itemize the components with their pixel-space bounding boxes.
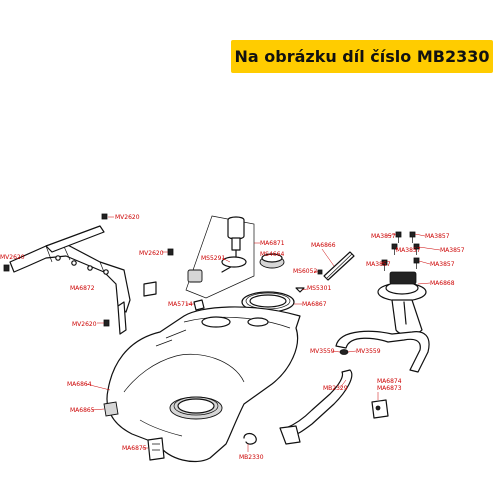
label-ms5291: MS5291 (201, 255, 225, 262)
label-ma3857-1: MA3857 (371, 233, 396, 240)
bracket-ma6875 (147, 437, 165, 461)
label-ma3857-5: MA3857 (366, 261, 391, 268)
clip-ma5714 (193, 299, 205, 311)
part-number-banner: Na obrázku díl číslo MB2330 (231, 40, 493, 73)
screws-ma3857 (381, 231, 420, 271)
label-ms5301: MS5301 (307, 285, 331, 292)
label-ma6864: MA6864 (67, 381, 92, 388)
label-ma6868: MA6868 (430, 280, 455, 287)
label-ma5714: MA5714 (168, 301, 193, 308)
label-ma3857-3: MA3857 (396, 247, 421, 254)
label-ma3857-2: MA3857 (425, 233, 450, 240)
clamp-mb2330 (243, 432, 257, 445)
strap-bracket (143, 281, 157, 297)
banner-text: Na obrázku díl číslo MB2330 (234, 47, 490, 66)
fuel-tank-body (106, 306, 301, 463)
label-mv3559-left: MV3559 (310, 348, 335, 355)
label-ma3857-4: MA3857 (440, 247, 465, 254)
label-mb2329: MB2329 (323, 385, 348, 392)
label-mv2620-top: MV2620 (115, 214, 140, 221)
clip-ms6052 (317, 269, 323, 275)
cap-ms4664 (259, 253, 285, 269)
fuel-hose-mv3559 (335, 330, 430, 373)
label-ms6052: MS6052 (293, 268, 317, 275)
leader-lines (85, 233, 441, 452)
bolt-mv2620-left (3, 264, 10, 272)
label-ms4664: MS4664 (260, 251, 284, 258)
filler-hose-mb2329 (279, 369, 353, 445)
bolt-mv2620-mid (162, 248, 174, 256)
label-ma3857-6: MA3857 (430, 261, 455, 268)
part-labels: MV2620 MV2620 MA6872 MV2620 MV2620 MA687… (0, 214, 465, 461)
label-ma6867: MA6867 (302, 301, 327, 308)
vent-pipe-ma6866 (323, 251, 355, 281)
label-ma6866: MA6866 (311, 242, 336, 249)
label-mb2330: MB2330 (239, 454, 264, 461)
tank-strap-frame (9, 225, 131, 335)
label-ma6874: MA6874 (377, 378, 402, 385)
label-mv2620-left: MV2620 (0, 254, 25, 261)
level-sender-group (185, 215, 255, 299)
fuel-pump-module-ma6868 (377, 271, 427, 336)
label-ma6873: MA6873 (377, 385, 402, 392)
clip-ma6865 (103, 401, 119, 417)
bolt-mv2620-top (101, 213, 114, 220)
bracket-ma6874 (371, 399, 389, 419)
label-mv2620-mid: MV2620 (139, 250, 164, 257)
bolt-mv2620-low (97, 319, 110, 327)
label-ma6865: MA6865 (70, 407, 95, 414)
label-ma6875: MA6875 (122, 445, 147, 452)
label-ma6872: MA6872 (70, 285, 95, 292)
label-mv2620-low: MV2620 (72, 321, 97, 328)
label-mv3559-right: MV3559 (356, 348, 381, 355)
label-ma6871: MA6871 (260, 240, 285, 247)
